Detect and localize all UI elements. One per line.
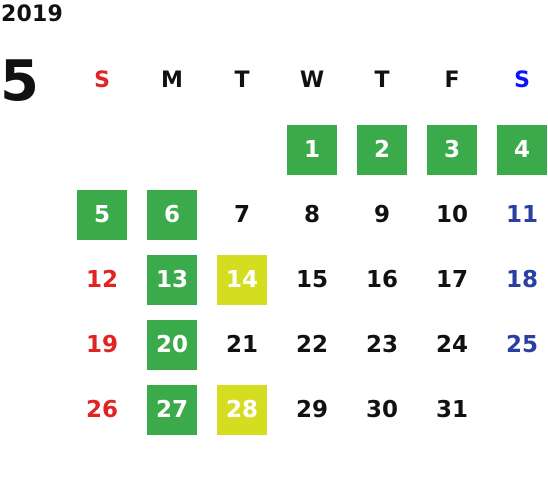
weekday-label: S: [94, 68, 110, 93]
day-cell[interactable]: 23: [365, 332, 398, 358]
day-cell[interactable]: 13: [147, 255, 197, 305]
day-cell[interactable]: 9: [373, 202, 390, 228]
weekday-label: T: [234, 68, 250, 93]
day-cell[interactable]: 1: [287, 125, 337, 175]
day-cell[interactable]: 11: [505, 202, 538, 228]
calendar-month: 5: [0, 49, 39, 114]
day-cell[interactable]: 31: [435, 397, 468, 423]
day-cell[interactable]: 10: [435, 202, 468, 228]
day-cell[interactable]: 6: [147, 190, 197, 240]
day-cell[interactable]: 29: [295, 397, 328, 423]
weekday-label: M: [161, 68, 183, 93]
weekday-label: W: [299, 68, 325, 93]
day-cell[interactable]: 7: [233, 202, 250, 228]
day-cell[interactable]: 28: [217, 385, 267, 435]
day-cell[interactable]: 26: [85, 397, 118, 423]
day-cell[interactable]: 8: [303, 202, 320, 228]
day-cell[interactable]: 14: [217, 255, 267, 305]
day-cell[interactable]: 24: [435, 332, 468, 358]
day-cell[interactable]: 21: [225, 332, 258, 358]
day-cell[interactable]: 30: [365, 397, 398, 423]
day-cell[interactable]: 20: [147, 320, 197, 370]
day-cell[interactable]: 12: [85, 267, 118, 293]
day-cell[interactable]: 2: [357, 125, 407, 175]
weekday-label: S: [514, 68, 530, 93]
day-cell[interactable]: 27: [147, 385, 197, 435]
day-cell[interactable]: 22: [295, 332, 328, 358]
day-cell[interactable]: 3: [427, 125, 477, 175]
weekday-label: T: [374, 68, 390, 93]
day-cell[interactable]: 17: [435, 267, 468, 293]
day-cell[interactable]: 5: [77, 190, 127, 240]
calendar-year: 2019: [1, 2, 64, 27]
weekday-label: F: [444, 68, 460, 93]
day-cell[interactable]: 4: [497, 125, 547, 175]
day-cell[interactable]: 19: [85, 332, 118, 358]
day-cell[interactable]: 15: [295, 267, 328, 293]
day-cell[interactable]: 18: [505, 267, 538, 293]
day-cell[interactable]: 16: [365, 267, 398, 293]
day-cell[interactable]: 25: [505, 332, 538, 358]
